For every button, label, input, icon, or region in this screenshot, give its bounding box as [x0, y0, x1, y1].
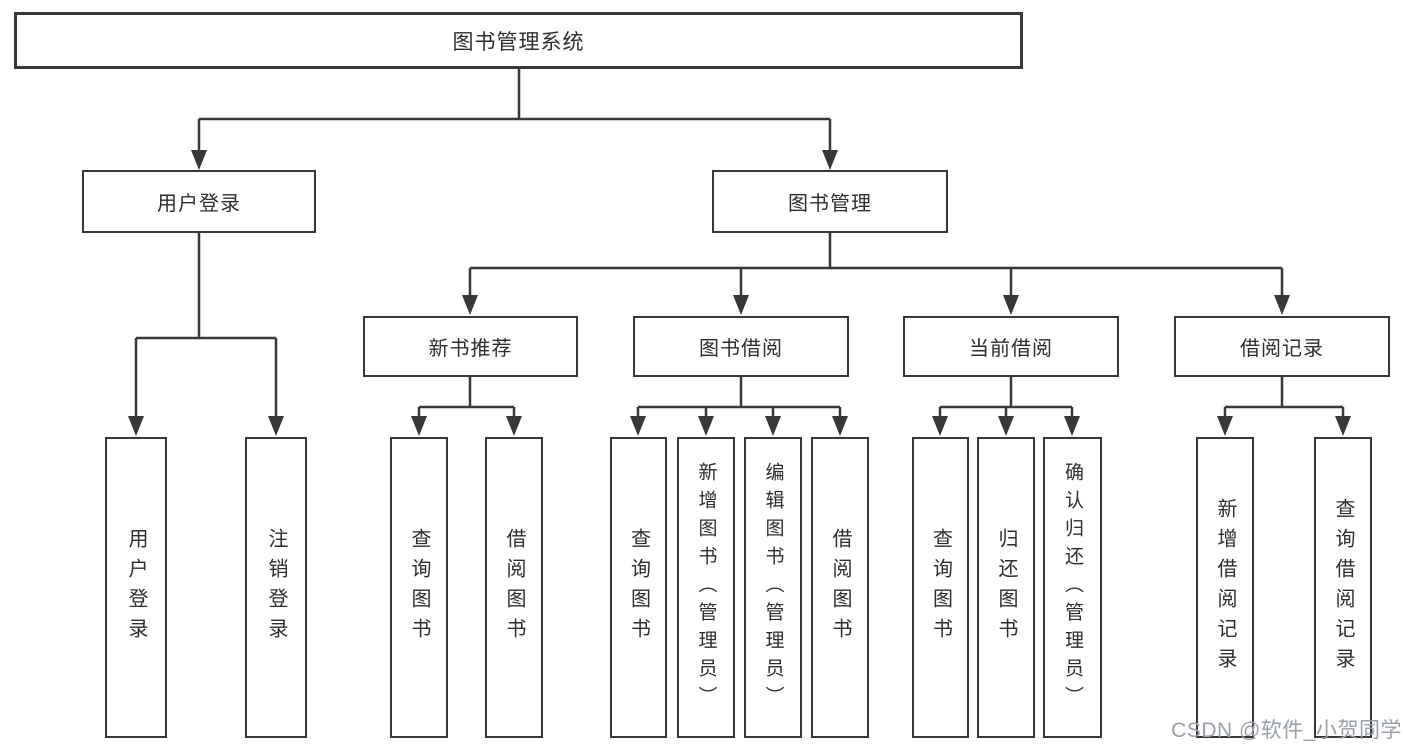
- arrowhead-d3: [1064, 416, 1080, 436]
- arrowhead-b1: [411, 416, 427, 436]
- leaf-edit-book-admin: 编辑图书（管理员）: [744, 437, 802, 738]
- node-new-book-recommend: 新书推荐: [363, 316, 578, 377]
- node-user-login: 用户登录: [82, 170, 316, 233]
- connector-root-branch: [197, 69, 832, 151]
- connector-recommend-branch: [417, 377, 516, 416]
- arrowhead-borrow: [733, 295, 749, 315]
- node-user-login-label: 用户登录: [157, 193, 241, 215]
- node-book-borrow: 图书借阅: [633, 316, 849, 377]
- leaf-return-book-label: 归还图书: [995, 527, 1017, 648]
- leaf-user-login-label: 用户登录: [125, 527, 147, 648]
- leaf-return-book: 归还图书: [977, 437, 1035, 738]
- leaf-borrow-book-1-label: 借阅图书: [503, 527, 525, 648]
- leaf-borrow-book-2: 借阅图书: [811, 437, 869, 738]
- leaf-logout-label: 注销登录: [265, 527, 287, 648]
- arrowhead-a1: [128, 416, 144, 436]
- arrowhead-login: [191, 150, 207, 170]
- arrowhead-recommend: [462, 295, 478, 315]
- node-borrow-records-label: 借阅记录: [1240, 338, 1324, 360]
- connector-mgmt-branch: [468, 233, 1284, 295]
- leaf-add-book-admin-label: 新增图书（管理员）: [695, 461, 717, 714]
- connector-records-branch: [1223, 377, 1345, 416]
- node-book-mgmt-label: 图书管理: [788, 193, 872, 215]
- csdn-watermark: CSDN @软件_小贺同学: [1171, 719, 1402, 742]
- arrowhead-current: [1003, 295, 1019, 315]
- leaf-query-book-1-label: 查询图书: [408, 527, 430, 648]
- leaf-borrow-book-2-label: 借阅图书: [829, 527, 851, 648]
- node-new-book-recommend-label: 新书推荐: [428, 338, 513, 360]
- node-book-mgmt: 图书管理: [712, 170, 948, 233]
- leaf-query-book-1: 查询图书: [390, 437, 448, 738]
- connector-current-branch: [938, 377, 1074, 416]
- leaf-logout: 注销登录: [245, 437, 307, 738]
- leaf-query-borrow-record-label: 查询借阅记录: [1332, 497, 1354, 678]
- leaf-query-book-3: 查询图书: [912, 437, 969, 738]
- leaf-user-login: 用户登录: [105, 437, 167, 738]
- leaf-query-borrow-record: 查询借阅记录: [1314, 437, 1372, 738]
- leaf-query-book-2-label: 查询图书: [627, 527, 650, 648]
- arrowhead-c4: [832, 416, 848, 436]
- connector-login-branch: [134, 233, 278, 416]
- arrowhead-mgmt: [822, 150, 838, 170]
- node-root: 图书管理系统: [14, 12, 1023, 69]
- arrowhead-c2: [698, 416, 714, 436]
- arrowhead-b2: [506, 416, 522, 436]
- connector-borrow-branch: [636, 377, 842, 416]
- node-book-borrow-label: 图书借阅: [699, 338, 783, 360]
- leaf-confirm-return-admin: 确认归还（管理员）: [1043, 437, 1102, 738]
- arrowhead-d1: [932, 416, 948, 436]
- leaf-add-borrow-record: 新增借阅记录: [1196, 437, 1254, 738]
- arrowhead-d2: [998, 416, 1014, 436]
- node-current-borrow: 当前借阅: [903, 316, 1119, 377]
- arrowhead-e1: [1217, 416, 1233, 436]
- arrowhead-e2: [1335, 416, 1351, 436]
- leaf-add-borrow-record-label: 新增借阅记录: [1214, 497, 1236, 678]
- arrowhead-a2: [268, 416, 284, 436]
- leaf-confirm-return-admin-label: 确认归还（管理员）: [1062, 461, 1083, 714]
- node-borrow-records: 借阅记录: [1174, 316, 1390, 377]
- node-current-borrow-label: 当前借阅: [969, 338, 1053, 360]
- arrowhead-records: [1274, 295, 1290, 315]
- leaf-query-book-2: 查询图书: [610, 437, 667, 738]
- leaf-add-book-admin: 新增图书（管理员）: [677, 437, 735, 738]
- leaf-edit-book-admin-label: 编辑图书（管理员）: [762, 461, 784, 714]
- node-root-label: 图书管理系统: [452, 30, 585, 54]
- arrowhead-c1: [630, 416, 646, 436]
- leaf-query-book-3-label: 查询图书: [929, 527, 952, 648]
- arrowhead-c3: [765, 416, 781, 436]
- leaf-borrow-book-1: 借阅图书: [485, 437, 543, 738]
